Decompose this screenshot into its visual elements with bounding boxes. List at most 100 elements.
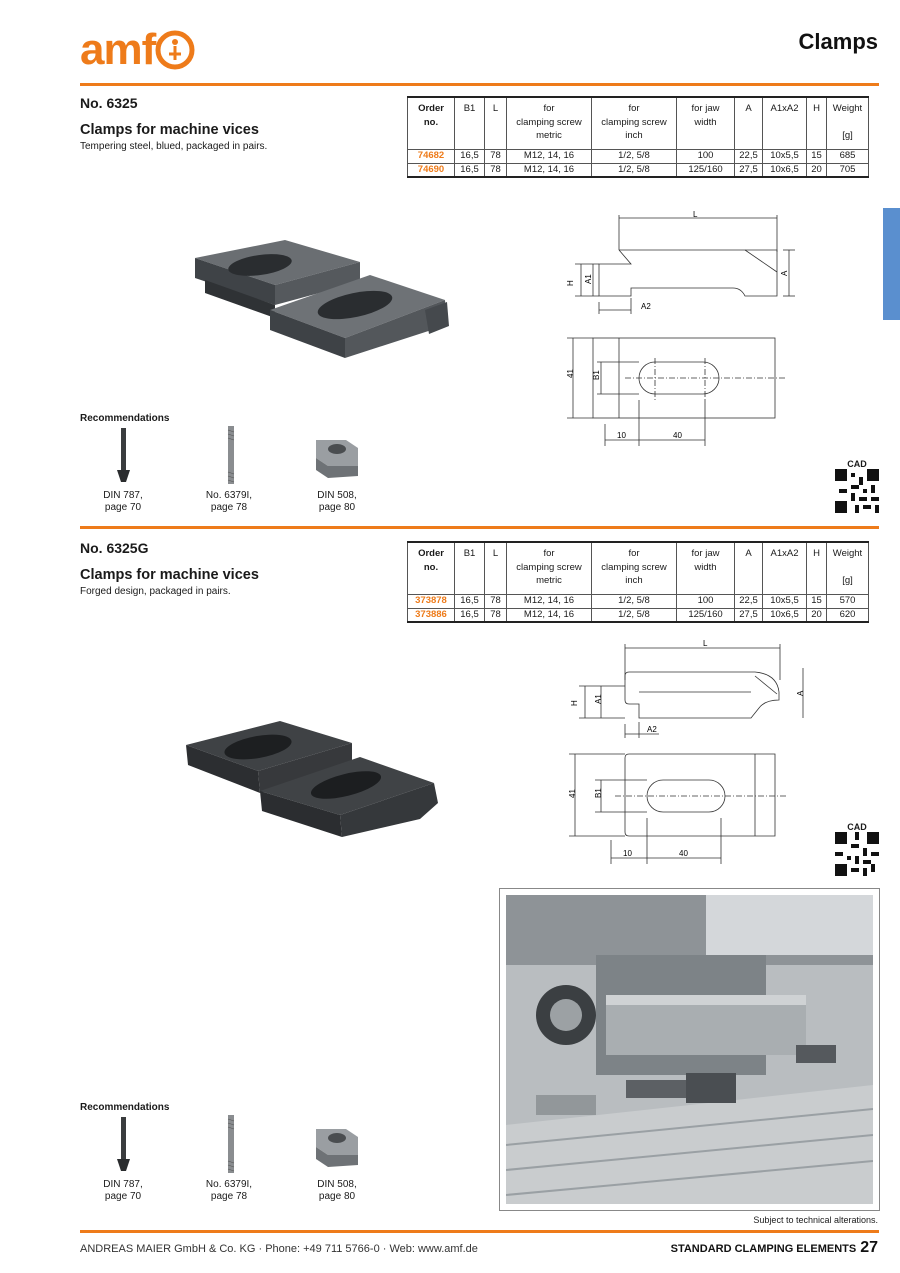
col-weight: Weight[g] <box>826 541 869 595</box>
footer-company: ANDREAS MAIER GmbH & Co. KG · Phone: +49… <box>80 1243 478 1255</box>
dim-label-a1: A1 <box>584 274 593 284</box>
cell: 20 <box>806 607 827 623</box>
recommendation-page: page 70 <box>104 502 142 513</box>
col-h: H <box>806 541 827 595</box>
order-link[interactable]: 74690 <box>407 162 455 178</box>
cell: 125/160 <box>676 607 735 623</box>
cell: 22,5 <box>734 148 763 164</box>
product-number: No. 6325G <box>80 540 149 556</box>
cell: 10x5,5 <box>762 593 807 609</box>
logo-text: amf <box>80 25 156 74</box>
col-b1: B1 <box>454 541 485 595</box>
cad-qr[interactable]: CAD <box>834 822 880 881</box>
cell: 27,5 <box>734 162 763 178</box>
dim-label-a2: A2 <box>647 725 657 734</box>
recommendation-item[interactable]: DIN 508, page 80 <box>292 1179 382 1203</box>
recommendation-page: page 70 <box>104 1191 142 1202</box>
product-title: Clamps for machine vices <box>80 122 259 138</box>
col-h: H <box>806 96 827 150</box>
table-row: 74682 16,5 78 M12, 14, 16 1/2, 5/8 100 2… <box>407 148 869 164</box>
cell: 100 <box>676 148 735 164</box>
recommendation-page: page 80 <box>318 502 356 513</box>
cell: M12, 14, 16 <box>506 607 592 623</box>
cad-label: CAD <box>847 822 867 832</box>
dim-label-40: 40 <box>673 431 682 440</box>
col-l: L <box>484 541 507 595</box>
dim-label-l: L <box>693 210 698 219</box>
dim-label-10: 10 <box>617 431 626 440</box>
cell: 78 <box>484 148 507 164</box>
table-row: 373878 16,5 78 M12, 14, 16 1/2, 5/8 100 … <box>407 593 869 609</box>
cell: 16,5 <box>454 162 485 178</box>
cell: 1/2, 5/8 <box>591 162 677 178</box>
order-link[interactable]: 74682 <box>407 148 455 164</box>
din787-bolt-icon <box>117 1117 130 1171</box>
dim-label-b1: B1 <box>592 370 601 380</box>
order-link[interactable]: 373886 <box>407 607 455 623</box>
col-weight: Weight[g] <box>826 96 869 150</box>
dim-label-a: A <box>796 690 805 696</box>
dim-label-l: L <box>703 639 708 648</box>
dim-label-b1: B1 <box>594 788 603 798</box>
cell: 27,5 <box>734 607 763 623</box>
product-image-forged-clamps <box>186 721 438 837</box>
cell: 15 <box>806 148 827 164</box>
cell: 10x6,5 <box>762 162 807 178</box>
cell: M12, 14, 16 <box>506 148 592 164</box>
cell: 20 <box>806 162 827 178</box>
footer-rule <box>80 1230 879 1233</box>
dim-label-41: 41 <box>566 369 575 378</box>
product-image-clamps <box>195 240 449 358</box>
recommendation-item[interactable]: No. 6379I, page 78 <box>184 1179 274 1203</box>
technical-drawing: L A A1 H A2 41 B1 10 40 <box>568 639 805 864</box>
recommendation-item[interactable]: DIN 787, page 70 <box>78 1179 168 1203</box>
page-title: Clamps <box>798 29 878 54</box>
product-title: Clamps for machine vices <box>80 567 259 583</box>
cell: 570 <box>826 593 869 609</box>
cell: 705 <box>826 162 869 178</box>
recommendation-item[interactable]: DIN 508, page 80 <box>292 490 382 514</box>
dim-label-41: 41 <box>568 789 577 798</box>
cell: 10x5,5 <box>762 148 807 164</box>
section-rule <box>80 526 879 529</box>
cad-label: CAD <box>847 459 867 469</box>
page-number: 27 <box>860 1239 878 1256</box>
cell: 620 <box>826 607 869 623</box>
cell: 16,5 <box>454 607 485 623</box>
amf-logo: amf <box>80 28 195 72</box>
section-tab[interactable] <box>883 208 900 320</box>
cell: 78 <box>484 607 507 623</box>
recommendation-item[interactable]: DIN 787, page 70 <box>78 490 168 514</box>
recommendation-ref: DIN 508, <box>317 1179 357 1190</box>
recommendation-item[interactable]: No. 6379I, page 78 <box>184 490 274 514</box>
recommendation-page: page 78 <box>210 502 248 513</box>
recommendation-page: page 80 <box>318 1191 356 1202</box>
recommendation-ref: DIN 787, <box>103 1179 143 1190</box>
cell: 22,5 <box>734 593 763 609</box>
qr-code-icon <box>835 832 879 876</box>
product-number: No. 6325 <box>80 95 138 111</box>
col-l: L <box>484 96 507 150</box>
dim-label-40: 40 <box>679 849 688 858</box>
cad-qr[interactable]: CAD <box>834 459 880 518</box>
dim-label-h: H <box>570 700 579 706</box>
cell: 1/2, 5/8 <box>591 593 677 609</box>
machine-vice-photo <box>505 895 874 1204</box>
t-slot-nut-icon <box>316 1129 358 1167</box>
dim-label-h: H <box>566 280 575 286</box>
cell: 10x6,5 <box>762 607 807 623</box>
recommendation-ref: DIN 787, <box>103 490 143 501</box>
cell: 16,5 <box>454 593 485 609</box>
table-row: 373886 16,5 78 M12, 14, 16 1/2, 5/8 125/… <box>407 607 869 623</box>
cell: 78 <box>484 162 507 178</box>
cell: M12, 14, 16 <box>506 162 592 178</box>
col-a: A <box>734 96 763 150</box>
order-link[interactable]: 373878 <box>407 593 455 609</box>
